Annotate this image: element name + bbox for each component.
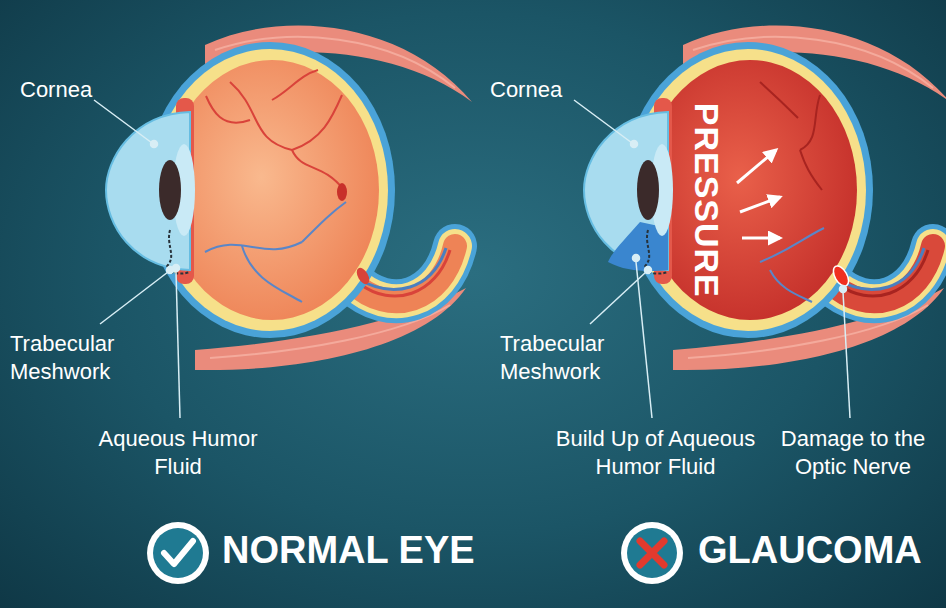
sclera-outline (145, 42, 395, 338)
icon-ring (621, 522, 683, 584)
retina-spot (337, 183, 347, 201)
icon-disc (627, 528, 677, 578)
panel-title: GLAUCOMA (698, 527, 922, 575)
leader-dot (645, 267, 652, 274)
panel-title: NORMAL EYE (222, 527, 475, 575)
normal-eye (106, 26, 472, 371)
blood-vessels (205, 202, 346, 302)
part-label: Cornea (490, 76, 580, 104)
part-label: Trabecular Meshwork (500, 330, 625, 385)
damaged-optic-disc (830, 263, 851, 288)
vitreous-body (165, 60, 379, 320)
part-label: Cornea (20, 76, 110, 104)
vitreous-body (643, 60, 857, 320)
cross-icon (621, 522, 683, 584)
pressure-label: PRESSURE (686, 102, 729, 297)
blood-vessels (760, 82, 822, 190)
sclera-outline (623, 42, 873, 338)
leader-line (574, 100, 632, 143)
part-label: Trabecular Meshwork (10, 330, 135, 385)
optic-disc (354, 266, 372, 287)
part-label: Aqueous Humor Fluid (93, 425, 263, 480)
blood-vessels (206, 70, 344, 190)
cross-mark (640, 541, 664, 565)
part-label: Damage to the Optic Nerve (773, 425, 933, 480)
pupil (159, 160, 181, 220)
leader-line (176, 272, 180, 418)
trabecular-meshwork (645, 230, 668, 274)
leader-dot (631, 141, 638, 148)
cornea (106, 112, 190, 270)
leader-dot (151, 141, 158, 148)
icon-disc (153, 528, 203, 578)
trabecular-meshwork (167, 230, 190, 274)
leader-dot (840, 286, 847, 293)
leader-line (636, 262, 652, 418)
check-mark (164, 541, 193, 564)
glaucoma-eye (584, 26, 946, 371)
choroid-layer (630, 49, 866, 331)
pupil (637, 160, 659, 220)
leader-line (843, 292, 850, 418)
leader-dot (633, 255, 640, 262)
leader-line (100, 272, 168, 324)
part-label: Build Up of Aqueous Humor Fluid (548, 425, 763, 480)
check-icon (147, 522, 209, 584)
leader-dot (173, 265, 180, 272)
pressure-arrow (737, 150, 776, 183)
choroid-layer (152, 49, 388, 331)
leader-line (94, 100, 152, 143)
leader-lines (94, 100, 850, 418)
icon-ring (147, 522, 209, 584)
pressure-arrow (742, 237, 780, 240)
pressure-arrow (740, 197, 780, 212)
